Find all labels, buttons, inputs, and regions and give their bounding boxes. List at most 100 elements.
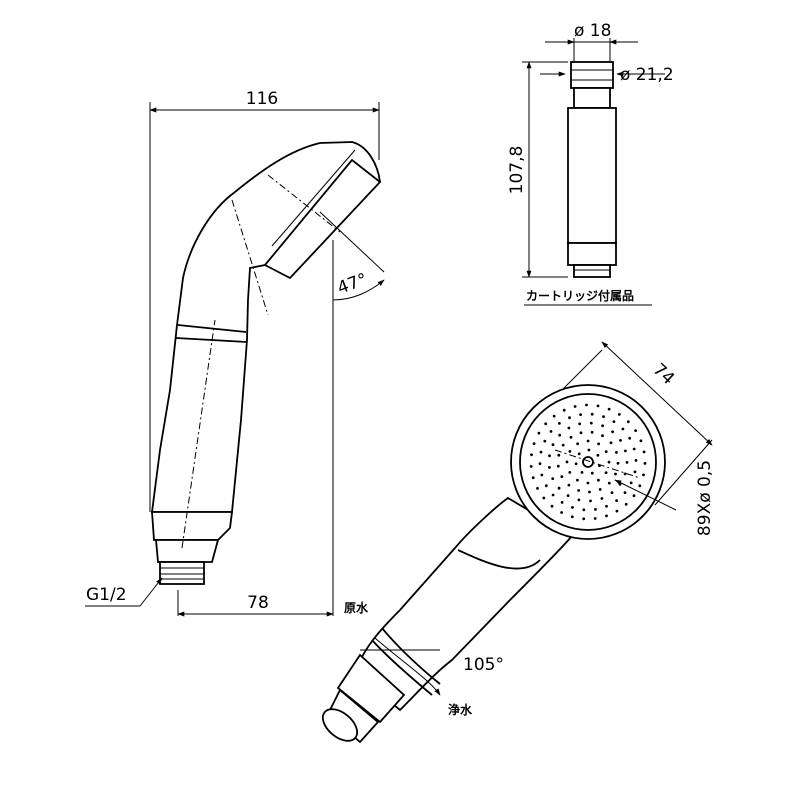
cartridge-top-diameter: ø 18 [574,21,611,41]
spray-hole [569,435,573,439]
grip-line-top [177,324,247,333]
spray-hole [537,431,541,435]
label-purified-water: 浄水 [448,702,473,717]
spray-hole [617,413,621,416]
spray-hole [601,424,604,428]
spray-hole [634,459,638,462]
spray-hole [625,461,629,464]
spray-hole [578,422,582,426]
spray-hole [628,436,632,440]
spray-hole [573,405,577,408]
handle-body [150,141,381,513]
spray-hole [643,462,647,465]
spray-hole [544,422,548,426]
spray-hole [588,490,591,494]
cartridge-body [567,107,617,244]
spray-hole [597,442,600,446]
iso-handle-seam [457,549,541,570]
spray-hole [566,494,570,497]
cartridge-length: 107,8 [507,146,527,195]
spray-hole [612,420,616,423]
spray-hole [582,508,586,512]
spray-hole [548,466,551,469]
spray-hole [597,478,600,482]
spray-hole [529,465,533,468]
spray-hole [634,429,637,432]
spray-hole [585,403,588,407]
spray-hole [596,453,600,457]
spray-hole [579,431,583,435]
spray-hole [610,491,614,495]
connector [155,539,220,563]
spray-hole [605,504,608,508]
spray-hole [539,450,543,454]
iso-handle [354,496,574,712]
spray-hole [567,483,571,487]
cartridge-view: ø 18 ø 21,2 107,8 カートリッジ付属品 [507,21,674,306]
spray-hole [621,427,625,431]
dimension-offset: 78 [247,593,269,613]
spray-hole [589,499,592,503]
center-line-handle [181,319,216,549]
angle105-arc [374,637,441,696]
spray-hole [543,439,547,443]
spray-hole [556,464,560,468]
spray-hole [550,504,554,508]
spray-hole [538,462,542,465]
spray-hole [629,481,633,485]
thread-fitting [159,561,205,585]
spray-hole [605,514,608,518]
spray-hole [565,460,569,464]
spray-hole [570,515,574,519]
spray-hole [590,471,594,475]
spray-hole [590,412,594,416]
spray-hole [604,471,608,474]
spray-hole [615,451,618,454]
spray-hole [571,506,574,509]
spray-hole [602,415,605,418]
spray-hole [609,441,613,445]
spray-hole [642,450,646,454]
center-hole [582,456,594,468]
cartridge-bottom-thread [573,264,611,278]
angle-arc [332,279,385,301]
spray-holes-spec: 89Xø 0,5 [695,460,715,536]
iso-handle-line [381,627,441,685]
spray-hole [577,489,580,492]
spray-hole [607,407,611,411]
center-line-upper [231,199,269,316]
leader-holes [614,479,677,511]
spray-hole [607,460,611,464]
spray-hole [551,493,555,497]
spray-hole [616,461,620,465]
spray-hole [577,498,581,502]
spray-hole [586,439,590,443]
spray-hole [568,416,571,420]
spray-hole [561,443,565,447]
head-diameter: 74 [649,360,678,389]
spray-hole [560,475,564,479]
spray-hole [590,430,594,434]
cartridge-caption: カートリッジ付属品 [526,288,634,303]
spray-hole [632,494,636,498]
spray-hole [614,472,617,476]
dimension-line-74 [601,341,713,446]
iso-handle-line [371,639,433,696]
cartridge-bottom-band [567,242,617,266]
spray-hole [582,517,586,521]
spray-hole [638,484,642,488]
spray-hole [552,414,556,418]
cartridge-top-cap [570,61,614,89]
spray-hole [589,421,593,425]
angle-47: 47° [335,270,370,299]
spray-hole [633,470,637,474]
spray-hole [607,481,611,485]
spray-hole [568,471,572,474]
spray-hole [611,430,614,434]
spray-hole [601,434,604,438]
spray-hole [558,422,561,425]
face-rim [271,149,356,247]
ext-74-b [654,439,713,506]
angle-105: 105° [463,655,504,675]
